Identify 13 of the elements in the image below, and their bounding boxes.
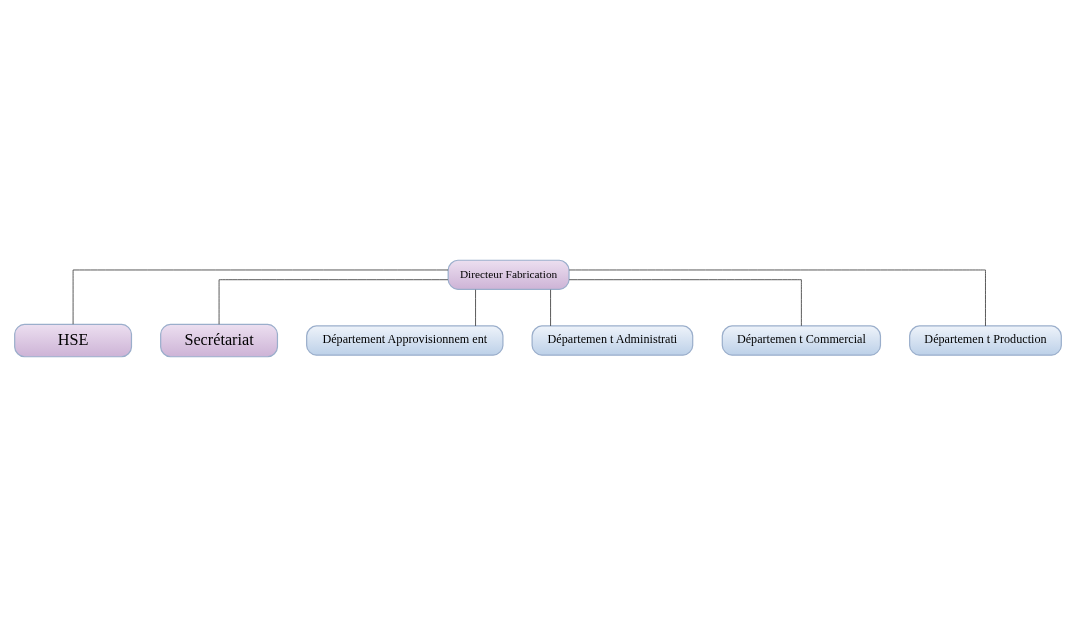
node-box: Département Approvisionnem ent xyxy=(306,325,504,356)
connector xyxy=(72,269,449,325)
connector xyxy=(550,289,551,327)
connector xyxy=(218,279,449,325)
node-box: Secrétariat xyxy=(160,323,279,358)
node-box: Départemen t Production xyxy=(909,325,1062,356)
node-box: HSE xyxy=(14,323,133,358)
node-box: Départemen t Administrati xyxy=(531,325,694,356)
connector xyxy=(568,269,986,327)
node-box: Directeur Fabrication xyxy=(447,259,570,291)
connector xyxy=(568,279,802,327)
connector xyxy=(475,289,476,327)
node-box: Départemen t Commercial xyxy=(721,325,882,356)
